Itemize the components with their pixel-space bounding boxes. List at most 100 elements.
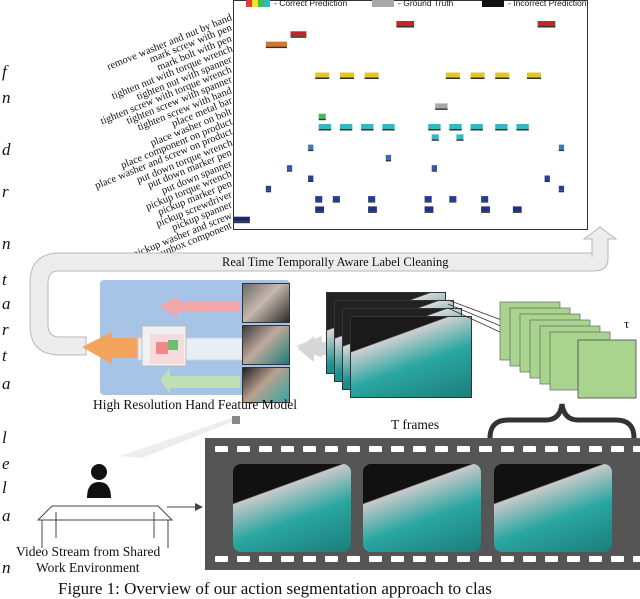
segment-bar xyxy=(481,196,489,202)
segment-underline xyxy=(364,77,379,79)
worker-head xyxy=(91,464,107,480)
segment-bar xyxy=(318,124,332,129)
film-perforation xyxy=(413,556,426,562)
film-perforation xyxy=(435,556,448,562)
film-perforations xyxy=(205,438,640,570)
segment-bar xyxy=(431,165,437,171)
segment-underline xyxy=(544,180,550,182)
segment-underline xyxy=(527,77,542,79)
segment-bar xyxy=(558,144,565,150)
film-perforation xyxy=(611,556,624,562)
film-perforation xyxy=(479,446,492,452)
timeline-chart xyxy=(233,0,588,230)
film-perforation xyxy=(237,556,250,562)
segment-bar xyxy=(290,31,307,37)
segment-bar xyxy=(265,41,287,47)
hand-crop-top xyxy=(242,283,290,323)
film-perforation xyxy=(259,556,272,562)
segment-underline xyxy=(234,221,250,224)
cleaning-label: Real Time Temporally Aware Label Cleanin… xyxy=(222,255,449,269)
segment-bar xyxy=(435,103,448,109)
film-perforation xyxy=(369,556,382,562)
segment-underline xyxy=(516,129,529,131)
film-perforation xyxy=(545,556,558,562)
legend-item-correct: - Correct Prediction xyxy=(246,0,347,8)
film-frame-3 xyxy=(494,464,612,552)
segment-underline xyxy=(470,77,485,79)
segment-bar xyxy=(537,21,556,26)
segment-bar xyxy=(481,206,490,212)
segment-underline xyxy=(339,77,354,79)
legend-item-incorrect: - Incorrect Prediction xyxy=(482,0,586,8)
t-frames-label: T frames xyxy=(391,417,440,432)
film-perforation xyxy=(237,446,250,452)
segment-bar xyxy=(308,144,314,150)
worker-table-icon xyxy=(36,464,174,548)
legend-label-incorrect: Incorrect Prediction xyxy=(513,0,587,8)
legend-item-ground-truth: - Ground Truth xyxy=(372,0,453,8)
tau-label: τ xyxy=(624,316,630,331)
segment-bar xyxy=(315,196,323,202)
film-frame-2 xyxy=(363,464,481,552)
segment-bar xyxy=(424,206,434,212)
hand-crop-bottom xyxy=(242,367,290,403)
film-perforation xyxy=(523,556,536,562)
segment-bar xyxy=(315,206,324,212)
table-top xyxy=(36,505,174,521)
segment-bar xyxy=(470,72,485,78)
timeline-plot xyxy=(234,21,565,224)
feedback-loop-arrow xyxy=(29,226,618,356)
film-perforation xyxy=(347,556,360,562)
segment-underline xyxy=(424,211,434,213)
segment-bar xyxy=(428,124,441,129)
segment-bar xyxy=(456,134,464,140)
segment-bar xyxy=(558,185,565,191)
segment-underline xyxy=(265,46,287,49)
chart-legend: - Correct Prediction xyxy=(246,0,347,9)
segment-bar xyxy=(385,154,392,160)
film-perforation xyxy=(633,556,640,562)
side-letter: l xyxy=(2,428,7,447)
segment-underline xyxy=(435,108,448,110)
side-letter: t xyxy=(2,270,7,289)
film-perforation xyxy=(589,446,602,452)
side-letter: d xyxy=(2,140,11,159)
legend-label-correct: Correct Prediction xyxy=(279,0,348,8)
side-letter: f xyxy=(2,62,7,81)
side-letter: n xyxy=(2,234,11,253)
segment-underline xyxy=(315,201,323,203)
segment-underline xyxy=(382,129,395,131)
segment-underline xyxy=(537,26,556,28)
segment-underline xyxy=(315,211,324,213)
film-perforation xyxy=(413,446,426,452)
film-perforation xyxy=(281,556,294,562)
side-letter: r xyxy=(2,320,9,339)
segment-underline xyxy=(495,77,510,79)
green-arrow xyxy=(160,368,240,394)
film-perforation xyxy=(501,556,514,562)
segment-underline xyxy=(456,139,464,141)
segment-bar xyxy=(527,72,542,78)
segment-bar xyxy=(382,124,395,129)
film-perforation xyxy=(215,446,228,452)
segment-bar xyxy=(495,72,510,78)
side-letter: a xyxy=(2,294,11,313)
film-perforation xyxy=(501,446,514,452)
segment-bar xyxy=(339,72,354,78)
segment-underline xyxy=(431,139,439,141)
segment-underline xyxy=(265,190,272,193)
camera-cone xyxy=(120,416,240,458)
segment-bar xyxy=(286,165,293,171)
segment-bar xyxy=(449,124,462,129)
film-perforation xyxy=(633,446,640,452)
side-letter: t xyxy=(2,346,7,365)
hand-model-label: High Resolution Hand Feature Model xyxy=(93,397,297,412)
film-perforation xyxy=(589,556,602,562)
legend-swatch-correct xyxy=(246,0,270,9)
stream-label-line2: Work Environment xyxy=(36,560,140,575)
segment-bar xyxy=(470,124,483,129)
film-perforation xyxy=(215,556,228,562)
segment-bar xyxy=(431,134,439,140)
segment-bar xyxy=(332,196,340,202)
